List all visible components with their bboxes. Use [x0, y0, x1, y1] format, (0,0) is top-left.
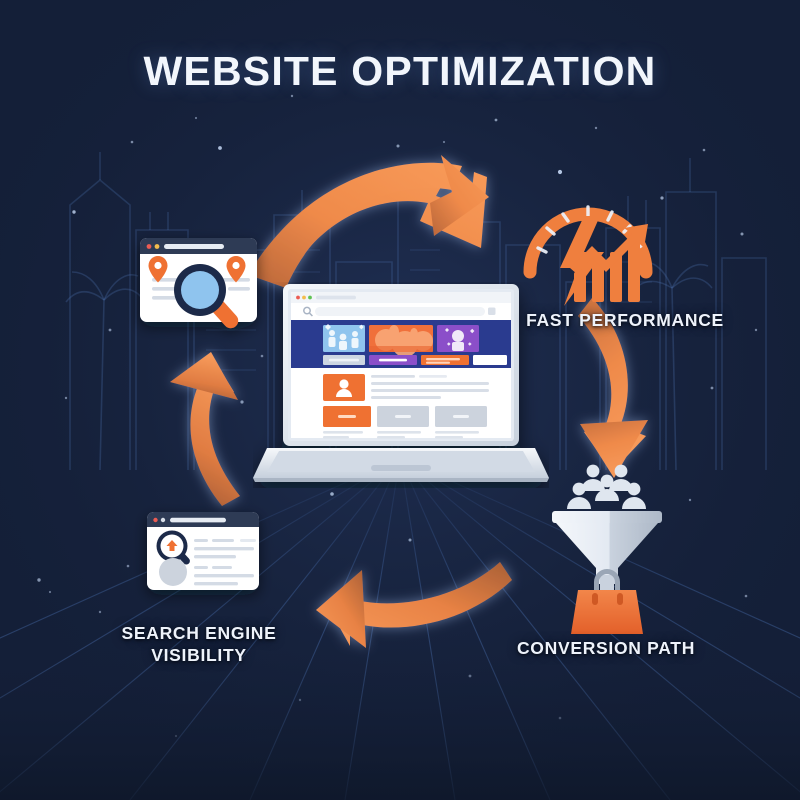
traffic-light-maximize [308, 295, 312, 300]
browser-chrome [291, 292, 511, 303]
shopping-bag-icon [571, 569, 643, 634]
palm-tree-left [65, 271, 143, 471]
hero-button-4 [473, 355, 507, 365]
laptop-keyboard [267, 451, 535, 472]
content-section [291, 368, 511, 439]
content-card-2 [377, 406, 429, 439]
map-pin-icon [148, 256, 168, 283]
label-fast-performance: FAST PERFORMANCE [526, 310, 724, 330]
magnifier-rank-icon [156, 530, 190, 565]
traffic-light-minimize [302, 295, 306, 300]
hero-card-2 [369, 325, 433, 357]
search-results-card-icon[interactable] [147, 512, 259, 590]
magnifier-icon [174, 264, 239, 329]
map-pin-icon [226, 256, 246, 283]
map-search-card-icon[interactable] [140, 238, 257, 331]
laptop-trackpad [371, 465, 431, 471]
page-title: WEBSITE OPTIMIZATION [143, 48, 657, 94]
traffic-light-close [296, 295, 300, 300]
hero-card-1 [323, 324, 365, 352]
label-search-engine-visibility: SEARCH ENGINE VISIBILITY [121, 623, 277, 666]
label-conversion-path: CONVERSION PATH [516, 638, 696, 658]
avatar-card [323, 374, 365, 401]
content-card-1 [323, 406, 371, 439]
menu-icon [488, 307, 496, 315]
people-group-icon [567, 464, 646, 509]
trend-arrow-icon [570, 224, 648, 274]
arrow-left [170, 352, 240, 506]
laptop-mockup[interactable] [253, 282, 549, 488]
hero-section [291, 320, 511, 368]
bar-chart-icon [574, 242, 640, 302]
hero-card-3 [437, 325, 479, 352]
browser-window [291, 292, 511, 439]
content-card-3 [435, 406, 487, 439]
funnel-shopping-bag-icon[interactable] [552, 464, 662, 634]
arrow-bottom [316, 562, 512, 648]
lightning-bolt-icon [560, 216, 604, 306]
arrow-top [249, 155, 489, 288]
search-icon [303, 306, 313, 317]
palm-tree-right [631, 260, 713, 471]
